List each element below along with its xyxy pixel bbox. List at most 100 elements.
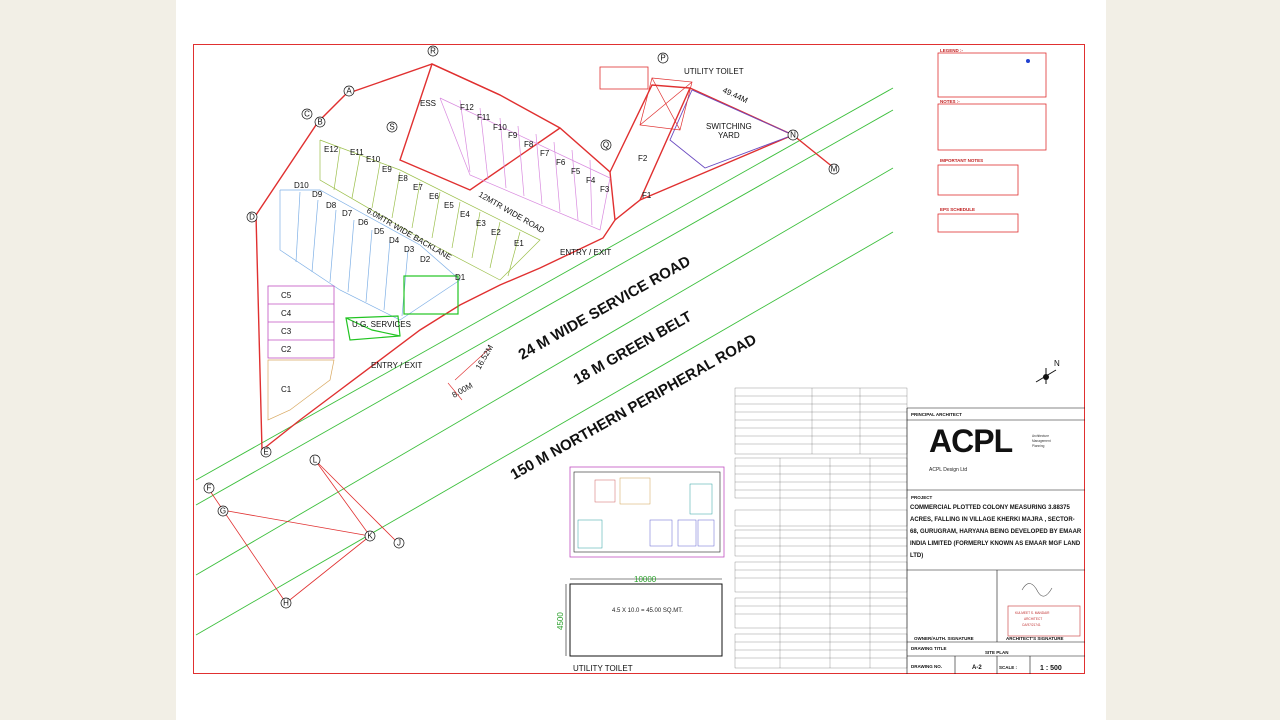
plot-d3: D3 [404, 245, 415, 254]
point-a: A [346, 87, 352, 96]
point-h: H [283, 599, 289, 608]
important-notes-title: IMPORTANT NOTES [940, 158, 983, 163]
plot-row-f-lines [439, 97, 611, 231]
plot-f6: F6 [556, 158, 566, 167]
plot-f4: F4 [586, 176, 596, 185]
dimension-4944: 49.44M [721, 86, 749, 106]
plot-d2: D2 [420, 255, 431, 264]
plot-c1: C1 [281, 385, 292, 394]
survey-points [203, 45, 840, 609]
plot-d7: D7 [342, 209, 353, 218]
legend-title: LEGEND :- [940, 48, 964, 53]
utility-toilet-top-block [639, 77, 693, 131]
lower-lot-boundary [207, 459, 399, 604]
plot-f2: F2 [638, 154, 648, 163]
plot-f9: F9 [508, 131, 518, 140]
company-name: ACPL Design Ltd [929, 467, 967, 473]
plot-labels-c: C5 C4 C3 C2 C1 [281, 291, 292, 394]
plot-f11: F11 [477, 113, 491, 122]
switching-yard-label-2: YARD [718, 131, 740, 140]
plot-f1: F1 [642, 191, 652, 200]
plot-e12: E12 [324, 145, 339, 154]
area-tables [734, 387, 908, 669]
plot-d1: D1 [455, 273, 466, 282]
architect-signature-label: ARCHITECT'S SIGNATURE [1006, 636, 1064, 641]
plot-d6: D6 [358, 218, 369, 227]
plot-f5: F5 [571, 167, 581, 176]
north-arrow-n: N [1054, 359, 1060, 368]
dimension-1652: 16.52M [474, 343, 495, 371]
ug-services-label: U.G. SERVICES [352, 320, 411, 329]
point-l: L [313, 456, 318, 465]
point-p: P [660, 54, 665, 63]
drawing-border [193, 44, 1085, 674]
service-road-label: 24 M WIDE SERVICE ROAD [516, 253, 694, 364]
plot-c2: C2 [281, 345, 292, 354]
architect-stamp [1007, 605, 1081, 637]
plot-e6: E6 [429, 192, 439, 201]
utility-toilet-bottom-label: UTILITY TOILET [573, 664, 633, 673]
plot-d8: D8 [326, 201, 337, 210]
plot-f7: F7 [540, 149, 550, 158]
signature-scribble [1021, 583, 1053, 597]
point-c: C [304, 110, 310, 119]
plot-c4: C4 [281, 309, 292, 318]
drawing-title-value: SITE PLAN [985, 650, 1009, 655]
drawing-no-value: A-2 [972, 665, 982, 671]
point-b: B [317, 118, 322, 127]
stamp-line-3: CA/97/21741 [1022, 623, 1041, 627]
point-e: E [263, 448, 268, 457]
switching-yard-label-1: SWITCHING [706, 122, 752, 131]
plot-d9: D9 [312, 190, 323, 199]
acpl-logo: ACPL [929, 423, 1013, 459]
plot-e7: E7 [413, 183, 423, 192]
plot-e5: E5 [444, 201, 454, 210]
plot-row-e-lines [319, 139, 541, 281]
project-text: COMMERCIAL PLOTTED COLONY MEASURING 3.88… [910, 505, 1082, 559]
entry-exit-label-2: ENTRY / EXIT [371, 361, 422, 370]
logo-tagline-3: Planning [1032, 444, 1045, 448]
point-s: S [389, 123, 394, 132]
toilet-depth-dim: 4500 [556, 612, 565, 630]
title-block-lines [906, 407, 1085, 674]
plot-e10: E10 [366, 155, 381, 164]
plot-e4: E4 [460, 210, 470, 219]
project-heading: PROJECT [911, 495, 933, 500]
point-n: N [790, 131, 796, 140]
principal-architect-label: PRINCIPAL ARCHITECT [911, 412, 962, 417]
scale-value: 1 : 500 [1040, 665, 1062, 672]
road-lines [195, 87, 894, 636]
plot-row-c-lines [267, 285, 335, 359]
switching-yard-outline [669, 89, 795, 169]
plot-c5: C5 [281, 291, 292, 300]
plot-f8: F8 [524, 140, 534, 149]
plot-c3: C3 [281, 327, 292, 336]
ug-services-box [345, 275, 459, 341]
point-g: G [220, 507, 226, 516]
plot-d4: D4 [389, 236, 400, 245]
plot-c1-outline [267, 359, 335, 421]
entry-exit-label-1: ENTRY / EXIT [560, 248, 611, 257]
point-r: R [430, 47, 436, 56]
drawing-title-label: DRAWING TITLE [911, 646, 947, 651]
point-m: M [831, 165, 838, 174]
notes-title: NOTES :- [940, 99, 960, 104]
point-k: K [367, 532, 373, 541]
point-f: F [207, 484, 212, 493]
red-annotation-boxes [599, 52, 1047, 233]
dimension-800: 8.00M [451, 381, 475, 400]
logo-tagline-1: Architecture [1032, 434, 1049, 438]
plot-labels-f: F12 F11 F10 F9 F8 F7 F6 F5 F4 F3 F2 F1 [460, 103, 652, 200]
point-d: D [249, 213, 255, 222]
survey-point-labels: R P A C B S Q N M D E L F G K J H [207, 47, 838, 608]
plot-e2: E2 [491, 228, 501, 237]
plot-e11: E11 [350, 148, 364, 157]
toilet-floor-plan [569, 466, 725, 558]
plot-f10: F10 [493, 123, 507, 132]
drawing-no-label: DRAWING NO. [911, 664, 942, 669]
north-arrow: N [1035, 359, 1060, 384]
stamp-line-1: KULMEET S. MANDAIR [1015, 611, 1050, 615]
point-q: Q [603, 141, 609, 150]
plot-labels-d: D10 D9 D8 D7 D6 D5 D4 D3 D2 D1 [294, 181, 466, 282]
